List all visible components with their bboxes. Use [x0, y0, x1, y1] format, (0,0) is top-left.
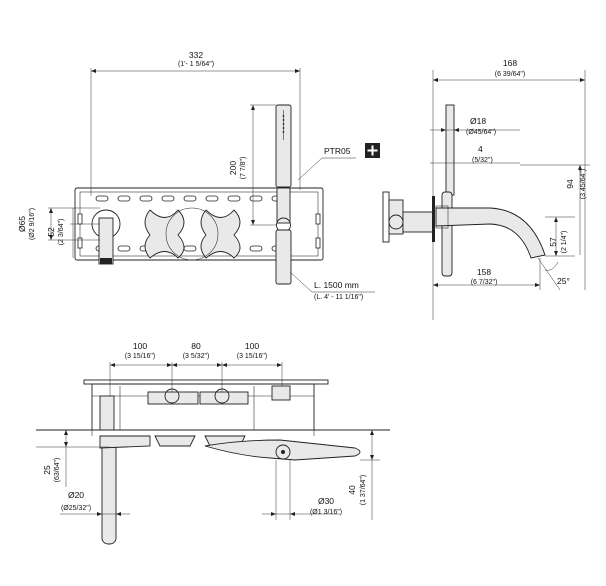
dim-40-in: (1 37/64")	[360, 475, 367, 506]
spacing-100a-mm: 100	[133, 341, 147, 351]
dim-57-in: (2 1/4")	[561, 231, 568, 254]
dim-25-mm: 25	[42, 465, 52, 475]
handle-right	[200, 209, 241, 259]
spacing-100b-in: (3 15/16")	[237, 353, 268, 360]
dim-52-in: (2 3/64")	[58, 219, 65, 246]
dim-158-in: (6 7/32")	[471, 279, 498, 286]
diam-18-mm: Ø18	[470, 116, 486, 126]
spout-side	[435, 207, 546, 259]
dim-200-in: (7 7/8")	[240, 157, 247, 180]
hose-length-in: (L. 4' - 11 1/16")	[314, 294, 363, 301]
spacing-100b-mm: 100	[245, 341, 259, 351]
dim-332-mm: 332	[189, 50, 203, 60]
diam-30-in: (Ø1 3/16")	[310, 509, 342, 516]
ptr-label: PTR05	[324, 146, 351, 156]
diam-65-mm: Ø65	[17, 216, 27, 232]
gap-4-mm: 4	[478, 144, 483, 154]
dim-40-mm: 40	[347, 485, 357, 495]
diam-30-mm: Ø30	[318, 496, 334, 506]
dim-94-in: (3 45/64")	[580, 169, 587, 200]
handle-left	[144, 209, 185, 259]
front-view: 332 (1'- 1 5/64")	[17, 50, 380, 301]
diam-18-in: (Ø45/64")	[466, 129, 496, 136]
dim-168-in: (6 39/64")	[495, 71, 526, 78]
dim-168-mm: 168	[503, 58, 517, 68]
gap-4-in: (5/32")	[472, 157, 493, 164]
diam-65-in: (Ø2 9/16")	[29, 208, 36, 240]
spacing-80-in: (3 5/32")	[183, 353, 210, 360]
dim-158-mm: 158	[477, 267, 491, 277]
dim-94-mm: 94	[565, 179, 575, 189]
handshower	[275, 104, 292, 188]
dim-200-mm: 200	[228, 161, 238, 175]
handshower-top	[204, 439, 361, 461]
dim-52-mm: 52	[46, 227, 56, 237]
hose-length-mm: L. 1500 mm	[314, 280, 359, 290]
dim-57-mm: 57	[548, 237, 558, 247]
spacing-100a-in: (3 15/16")	[125, 353, 156, 360]
dim-332-in: (1'- 1 5/64")	[178, 61, 214, 68]
dim-25-in: (63/64")	[54, 458, 61, 483]
diam-20-in: (Ø25/32")	[61, 505, 91, 512]
spacing-80-mm: 80	[191, 341, 201, 351]
angle-25: 25°	[557, 276, 570, 286]
diam-20-mm: Ø20	[68, 490, 84, 500]
top-view: 100 (3 15/16") 80 (3 5/32") 100 (3 15/16…	[36, 341, 390, 545]
side-view: 168 (6 39/64") Ø18 (Ø45/64") 4 (5/32") 9…	[382, 58, 590, 320]
